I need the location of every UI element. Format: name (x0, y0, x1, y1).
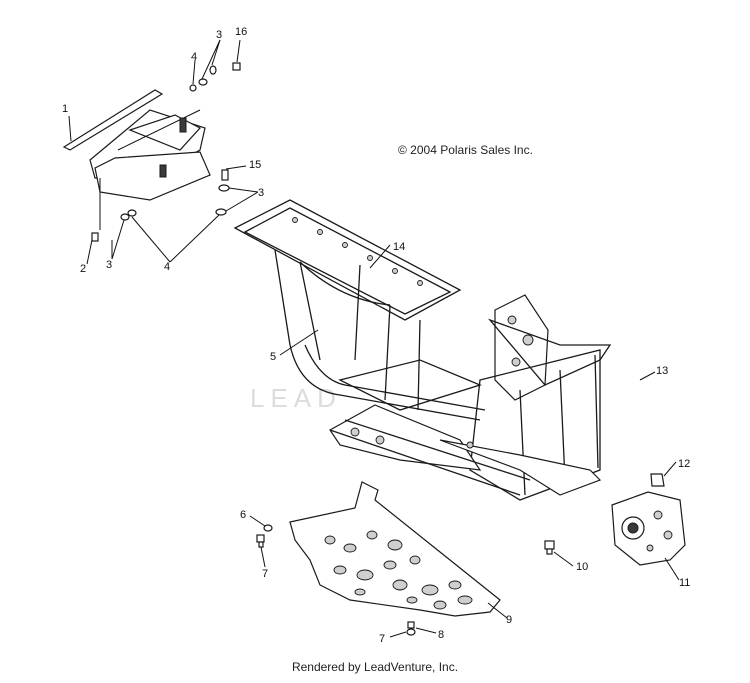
callout-3b: 3 (258, 187, 264, 199)
leader-lines (68, 39, 680, 638)
watermark-text: LEAD (250, 383, 342, 413)
callout-13: 13 (656, 365, 668, 377)
callout-16: 16 (235, 26, 247, 38)
callout-10: 10 (576, 561, 588, 573)
callout-8: 8 (438, 629, 444, 641)
callout-11: 11 (679, 577, 690, 589)
callout-4b: 4 (164, 261, 170, 273)
bolt-10 (544, 540, 555, 555)
footer-text: Rendered by LeadVenture, Inc. (291, 660, 459, 674)
callout-5: 5 (270, 351, 276, 363)
callout-3a: 3 (216, 29, 222, 41)
callout-4a: 4 (191, 51, 197, 63)
callout-15: 15 (249, 159, 261, 171)
callout-3c: 3 (106, 259, 112, 271)
copyright-text: © 2004 Polaris Sales Inc. (398, 143, 533, 157)
fitting-12 (650, 473, 665, 487)
callout-14: 14 (393, 241, 405, 253)
hardware-left (91, 209, 137, 242)
callouts: 1 2 3 3 3 4 4 5 6 7 7 8 9 10 11 12 13 14… (62, 26, 690, 645)
callout-7b: 7 (379, 633, 385, 645)
callout-9: 9 (506, 614, 512, 626)
skid-plate (289, 481, 501, 617)
callout-1: 1 (62, 103, 68, 115)
hardware-top (189, 62, 241, 92)
callout-2: 2 (80, 263, 86, 275)
hose (632, 371, 652, 456)
main-frame (233, 199, 612, 501)
front-rack-bracket (62, 89, 211, 230)
callout-12: 12 (678, 458, 690, 470)
callout-7a: 7 (262, 568, 268, 580)
callout-6: 6 (240, 509, 246, 521)
hardware-mid (215, 169, 230, 216)
gearcase (611, 491, 686, 566)
